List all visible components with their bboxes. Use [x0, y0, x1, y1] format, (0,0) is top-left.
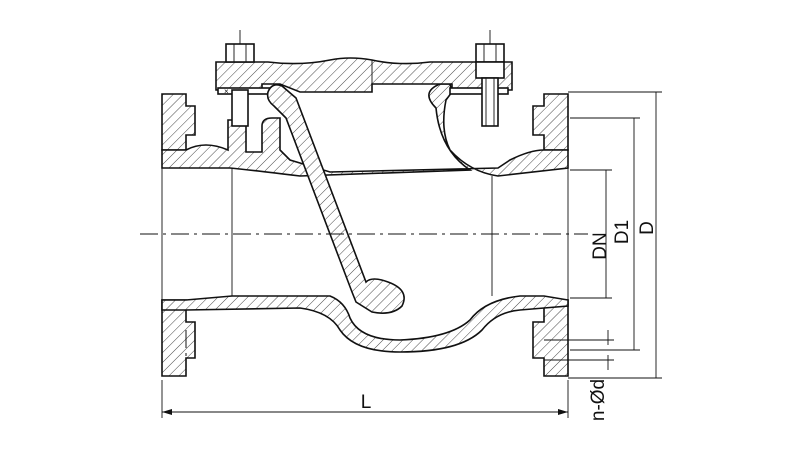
bolt-right [475, 30, 505, 127]
d-label: D [637, 221, 658, 235]
valve-body-lower [161, 295, 569, 353]
valve-body-upper [161, 83, 569, 177]
bolt-holes-label: n-Ød [588, 379, 609, 421]
left-flange [161, 93, 196, 377]
bonnet-cover: × × × [215, 57, 513, 96]
dimension-lines [161, 91, 662, 418]
right-flange [532, 93, 569, 377]
swing-disc [266, 84, 405, 314]
bolt-left [225, 30, 255, 127]
d1-label: D1 [612, 220, 633, 244]
length-label: L [361, 392, 372, 413]
dn-label: DN [590, 232, 611, 259]
gasket-right [449, 87, 509, 95]
